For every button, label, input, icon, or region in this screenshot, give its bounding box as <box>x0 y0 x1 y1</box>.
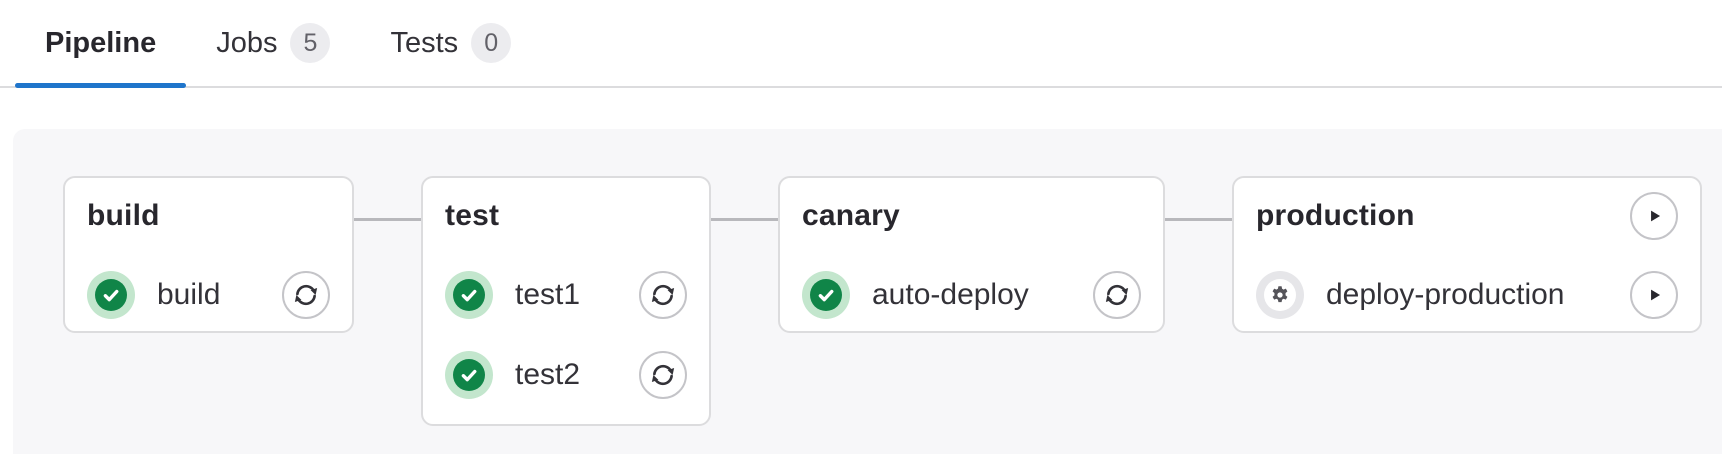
retry-job-button[interactable] <box>282 271 330 319</box>
stage-connector-build-test <box>354 218 421 221</box>
jobs-count-badge: 5 <box>290 23 331 63</box>
job-build[interactable]: build <box>87 271 330 319</box>
stage-test-title: test <box>445 199 500 232</box>
play-icon <box>1651 289 1661 301</box>
pipeline-tabs: Pipeline Jobs 5 Tests 0 <box>0 0 1722 88</box>
play-job-button[interactable] <box>1630 271 1678 319</box>
job-deploy-production-label: deploy-production <box>1326 278 1565 311</box>
status-success-icon <box>445 271 493 319</box>
stage-build: build build <box>63 176 354 333</box>
job-deploy-production[interactable]: deploy-production <box>1256 271 1678 319</box>
retry-job-button[interactable] <box>1093 271 1141 319</box>
play-all-stage-jobs-button[interactable] <box>1630 192 1678 240</box>
retry-job-button[interactable] <box>639 271 687 319</box>
stage-production-title: production <box>1256 199 1415 232</box>
retry-job-button[interactable] <box>639 351 687 399</box>
job-test2[interactable]: test2 <box>445 351 687 399</box>
job-auto-deploy[interactable]: auto-deploy <box>802 271 1141 319</box>
stage-canary: canary auto-deploy <box>778 176 1165 333</box>
retry-icon <box>1104 284 1130 306</box>
tests-count-badge: 0 <box>471 23 512 63</box>
job-auto-deploy-label: auto-deploy <box>872 278 1029 311</box>
tab-jobs[interactable]: Jobs 5 <box>186 0 360 86</box>
job-test1[interactable]: test1 <box>445 271 687 319</box>
status-success-icon <box>87 271 135 319</box>
gear-icon <box>1272 286 1288 303</box>
tab-tests[interactable]: Tests 0 <box>360 0 541 86</box>
retry-icon <box>293 284 319 306</box>
stage-canary-title: canary <box>802 199 900 232</box>
stage-production: production deploy-production <box>1232 176 1702 333</box>
tab-pipeline[interactable]: Pipeline <box>15 0 187 88</box>
pipeline-graph: build build test test1 <box>13 129 1722 454</box>
play-icon <box>1651 210 1661 222</box>
status-success-icon <box>802 271 850 319</box>
job-build-label: build <box>157 278 221 311</box>
stage-test: test test1 test2 <box>421 176 711 426</box>
status-manual-icon <box>1256 271 1304 319</box>
job-test1-label: test1 <box>515 278 581 311</box>
status-success-icon <box>445 351 493 399</box>
tab-jobs-label: Jobs <box>216 26 278 59</box>
tab-pipeline-label: Pipeline <box>45 26 157 59</box>
retry-icon <box>650 364 676 386</box>
stage-build-title: build <box>87 199 160 232</box>
retry-icon <box>650 284 676 306</box>
stage-connector-canary-production <box>1165 218 1232 221</box>
tab-tests-label: Tests <box>390 26 459 59</box>
stage-connector-test-canary <box>711 218 778 221</box>
job-test2-label: test2 <box>515 358 581 391</box>
